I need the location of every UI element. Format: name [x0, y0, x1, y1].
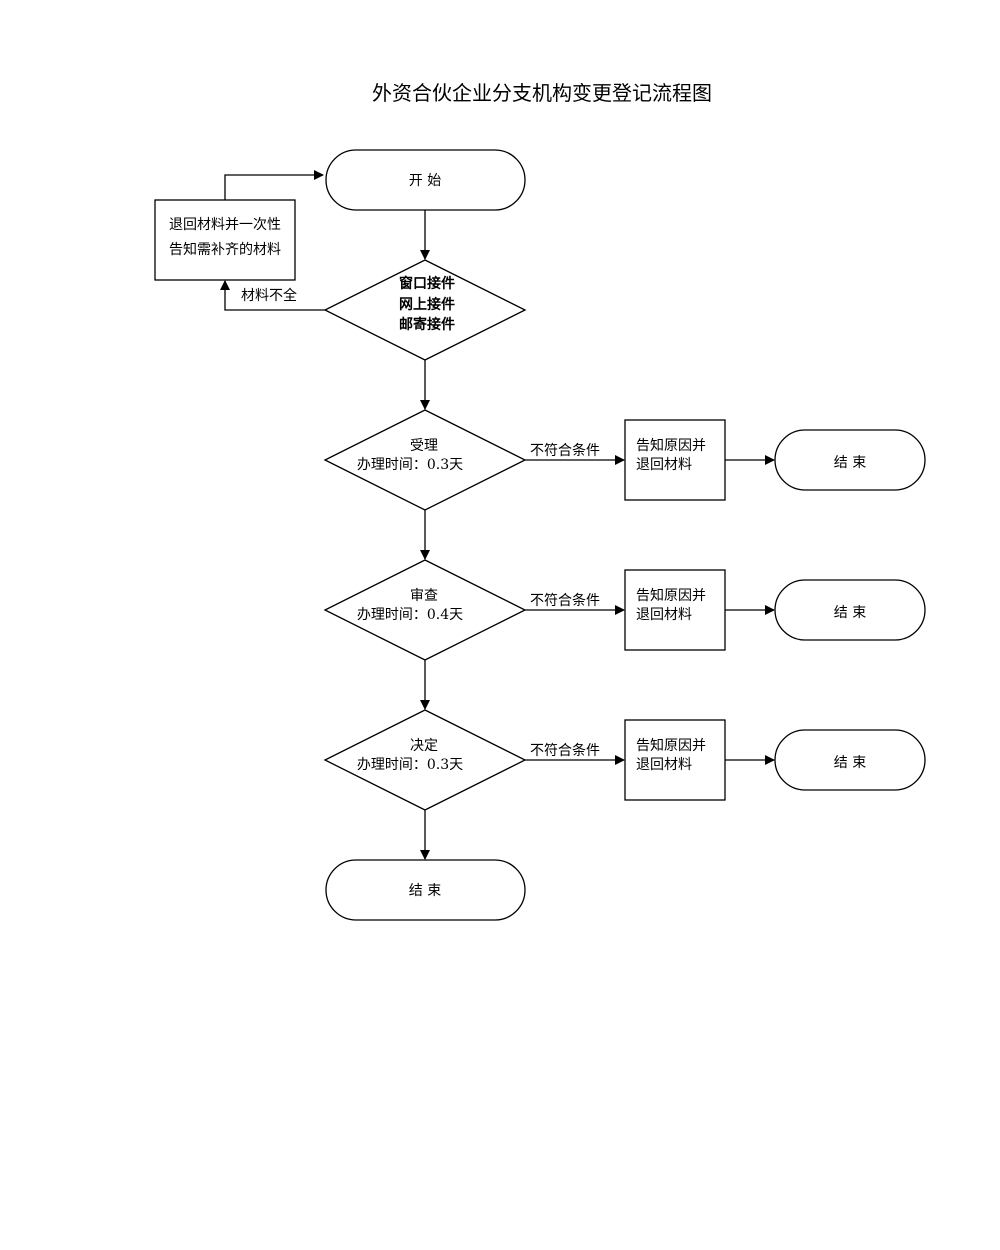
final-end-label: 结 束: [409, 883, 441, 899]
decide-reject-label: 不符合条件: [530, 742, 600, 759]
accept-end-label: 结 束: [834, 455, 866, 471]
review-reject-label: 不符合条件: [530, 592, 600, 609]
review-time: 办理时间：0.4天: [357, 607, 463, 623]
intake-line3: 邮寄接件: [399, 316, 455, 333]
review-reject-line2: 退回材料: [636, 607, 692, 623]
decide-name: 决定: [410, 738, 438, 754]
diagram-title: 外资合伙企业分支机构变更登记流程图: [372, 81, 712, 105]
incomplete-label: 材料不全: [241, 287, 297, 304]
incomplete-edge: [220, 280, 325, 311]
return-materials-box: [154, 199, 296, 281]
review-name: 审查: [410, 588, 438, 604]
decide-reject-box: [624, 719, 726, 801]
accept-reject-box: [624, 419, 726, 501]
resubmit-edge: [224, 170, 324, 200]
intake-line1: 窗口接件: [399, 275, 455, 292]
review-end-node: [774, 579, 926, 641]
decide-end-node: [774, 729, 926, 791]
return-materials-line2: 告知需补齐的材料: [169, 241, 281, 258]
start-label: 开 始: [409, 173, 441, 189]
accept-time: 办理时间：0.3天: [357, 457, 463, 473]
final-end-node: [325, 859, 526, 921]
decide-time: 办理时间：0.3天: [357, 757, 463, 773]
intake-line2: 网上接件: [399, 296, 455, 313]
review-reject-line1: 告知原因并: [636, 587, 706, 604]
accept-reject-line1: 告知原因并: [636, 437, 706, 454]
decide-end-label: 结 束: [834, 755, 866, 771]
accept-reject-label: 不符合条件: [530, 442, 600, 459]
accept-end-node: [774, 429, 926, 491]
decide-reject-line2: 退回材料: [636, 757, 692, 773]
decide-reject-line1: 告知原因并: [636, 737, 706, 754]
accept-name: 受理: [410, 438, 438, 454]
accept-reject-line2: 退回材料: [636, 457, 692, 473]
return-materials-line1: 退回材料并一次性: [169, 217, 281, 233]
review-end-label: 结 束: [834, 605, 866, 621]
